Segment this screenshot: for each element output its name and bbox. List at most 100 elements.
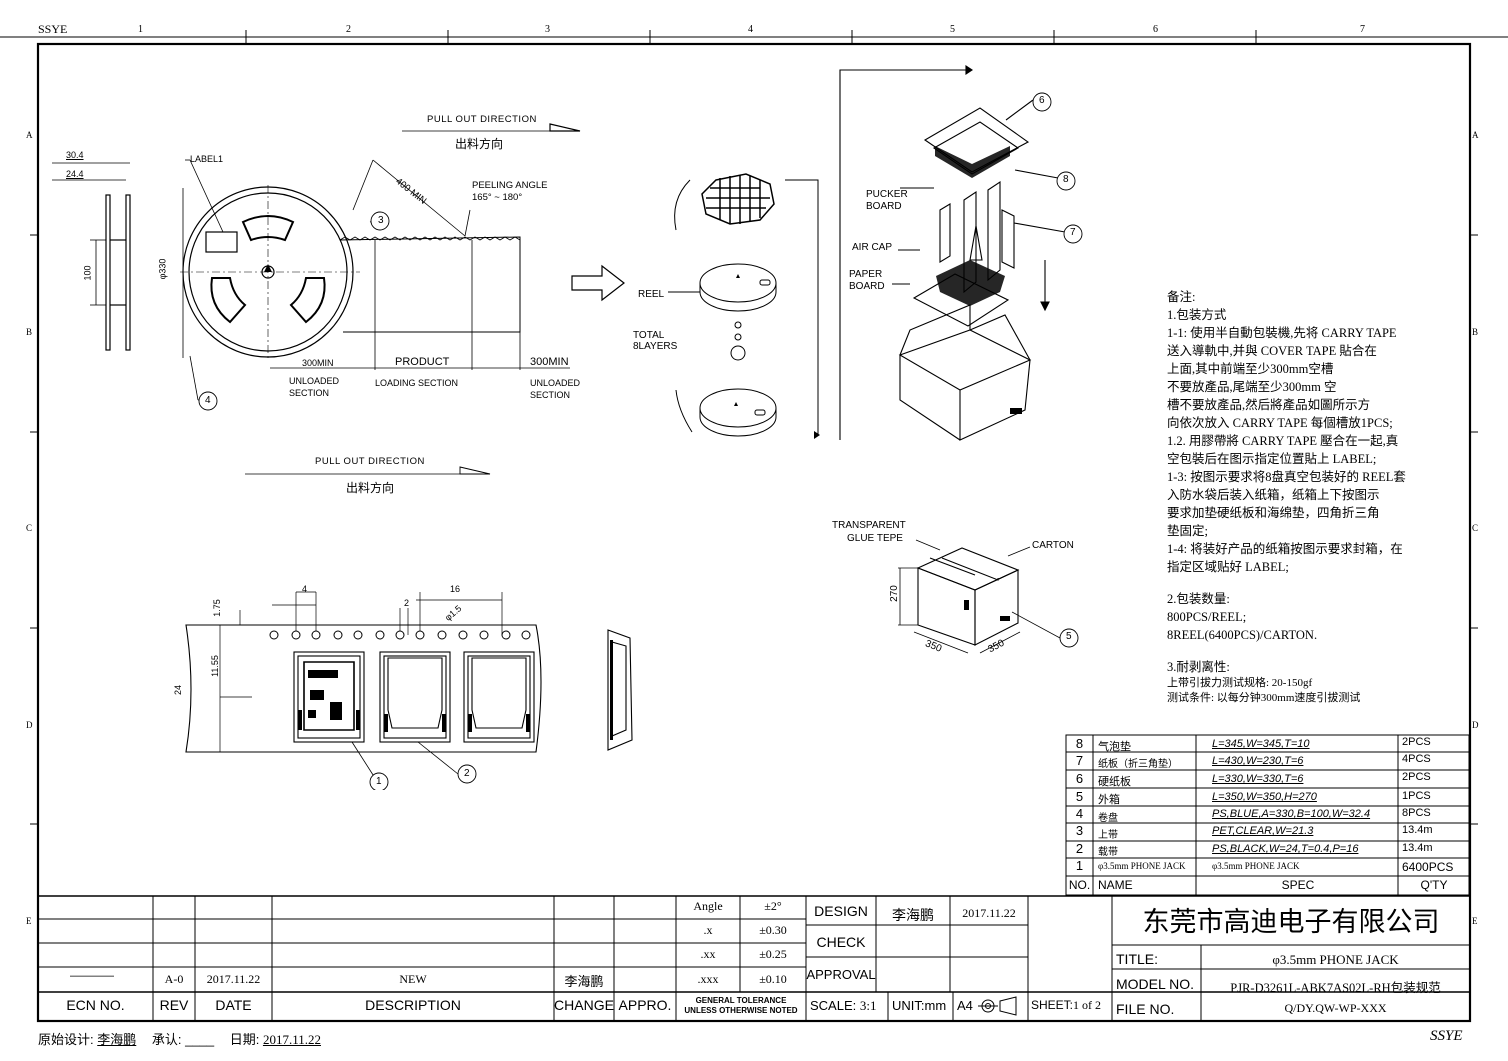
section-300min-right: 300MIN <box>530 356 569 368</box>
bom-name: 卷盘 <box>1098 813 1118 824</box>
section-product: PRODUCT <box>395 356 450 368</box>
unit-field: UNIT:mm <box>892 998 947 1013</box>
peeling-angle-range: 165° ~ 180° <box>472 192 523 203</box>
title-value: φ3.5mm PHONE JACK <box>1272 952 1399 967</box>
projection-symbol-icon <box>978 996 1017 1016</box>
header-description: DESCRIPTION <box>365 997 461 1013</box>
header-rev: REV <box>159 997 189 1013</box>
design-name: 李海鹏 <box>892 909 934 924</box>
balloon-1-label: 1 <box>376 776 382 787</box>
approve-label: 承认: <box>151 1032 182 1047</box>
bom-no: 3 <box>1075 823 1084 838</box>
row-letter: D <box>26 720 33 730</box>
row-letter: B <box>26 327 33 337</box>
bom-no: 1 <box>1075 858 1084 873</box>
balloon-5-label: 5 <box>1066 631 1072 642</box>
bom-spec: L=345,W=345,T=10 <box>1212 738 1310 750</box>
reel-label: REEL <box>638 289 665 300</box>
note-line <box>1167 576 1406 590</box>
note-line: 1-4: 将装好产品的纸箱按图示要求封箱，在 <box>1167 542 1403 556</box>
dim-330: φ330 <box>157 258 168 280</box>
footer-signoff: 原始设计: 李海鹏 承认: ____ 日期: 2017.11.22 <box>38 1029 321 1048</box>
note-line: 2.包装数量: <box>1167 592 1230 606</box>
note-line: 上带引拔力测试规格: 20-150gf <box>1167 677 1313 689</box>
revision-change: 李海鹏 <box>564 974 604 989</box>
date-value: 2017.11.22 <box>262 1032 321 1047</box>
pull-out-direction-bottom: PULL OUT DIRECTION <box>315 456 425 467</box>
bom-qty: 1PCS <box>1402 790 1431 802</box>
model-label: MODEL NO. <box>1116 976 1195 992</box>
scale-field: SCALE: 3:1 <box>810 998 877 1014</box>
column-number: 7 <box>1360 24 1365 35</box>
bom-header-spec: SPEC <box>1281 878 1315 892</box>
sheet-field: SHEET:1 of 2 <box>1031 998 1101 1013</box>
dim-270: 270 <box>888 585 900 602</box>
tol-xxx-value: ±0.10 <box>759 972 787 986</box>
bom-spec: PS,BLUE,A=330,B=100,W=32.4 <box>1212 808 1371 820</box>
tol-angle-label: Angle <box>693 899 723 913</box>
dim-24-4: 24.4 <box>66 169 84 179</box>
sheet-code-top: SSYE <box>38 22 68 36</box>
header-appro: APPRO. <box>618 997 672 1013</box>
bom-no: 8 <box>1075 736 1084 751</box>
row-letter: C <box>1472 523 1479 533</box>
company-name: 东莞市高迪电子有限公司 <box>1142 907 1440 937</box>
bom-qty: 6400PCS <box>1402 860 1454 874</box>
balloon-2 <box>457 764 477 784</box>
pucker-board-1: PUCKER <box>866 189 908 200</box>
bom-spec: L=430,W=230,T=6 <box>1212 755 1304 767</box>
balloon-1 <box>369 772 389 790</box>
note-line: 入防水袋后装入纸箱，纸箱上下按图示 <box>1167 488 1380 502</box>
column-number: 1 <box>138 24 143 35</box>
title-label: TITLE: <box>1116 951 1159 967</box>
note-line <box>1167 644 1406 658</box>
file-label: FILE NO. <box>1116 1001 1175 1017</box>
check-label: CHECK <box>816 934 866 950</box>
dim-24: 24 <box>173 684 184 696</box>
box-explode-drawing <box>839 64 1083 441</box>
bom-header-no: NO. <box>1068 878 1091 892</box>
date-label: 日期: <box>229 1032 260 1047</box>
sheet-code-bottom: SSYE <box>1430 1028 1463 1044</box>
pull-out-direction-top: PULL OUT DIRECTION <box>427 114 537 125</box>
unloaded-left-1: UNLOADED <box>289 376 340 386</box>
revision-description: NEW <box>399 972 427 986</box>
revision-rev: A-0 <box>164 972 184 986</box>
sheet-value: 1 of 2 <box>1073 998 1102 1012</box>
note-line: 槽不要放產品,然后將產品如圖所示方 <box>1167 398 1371 412</box>
bom-name: 外箱 <box>1098 794 1120 806</box>
section-300min-left: 300MIN <box>302 358 334 368</box>
tol-xx-value: ±0.25 <box>759 947 787 961</box>
reel-drawing <box>52 123 581 411</box>
dim-16: 16 <box>450 584 461 594</box>
reel-stack-drawing <box>571 173 820 439</box>
mesh-pattern <box>706 175 770 224</box>
pull-out-direction-top-cn: 出料方向 <box>455 137 504 151</box>
revision-ecn: ———— <box>70 970 114 982</box>
bom-qty: 8PCS <box>1402 807 1431 819</box>
note-line: 1-3: 按图示要求将8盘真空包装好的 REEL套 <box>1167 470 1406 484</box>
bom-no: 6 <box>1075 771 1084 786</box>
tol-xxx-label: .xxx <box>697 972 719 986</box>
balloon-6-label: 6 <box>1039 95 1045 106</box>
bom-qty: 4PCS <box>1402 753 1431 765</box>
note-line: 8REEL(6400PCS)/CARTON. <box>1167 628 1318 642</box>
column-number: 4 <box>748 24 753 35</box>
loading-section: LOADING SECTION <box>375 378 459 388</box>
tol-xx-label: .xx <box>700 947 716 961</box>
note-line: 上面,其中前端至少300mm空槽 <box>1167 362 1334 376</box>
approve-value: ____ <box>185 1032 215 1047</box>
bom-no: 4 <box>1075 806 1084 821</box>
dim-4: 4 <box>302 584 308 594</box>
note-line: 800PCS/REEL; <box>1167 610 1247 624</box>
mesh-pattern <box>936 260 1005 306</box>
bom-name: 载带 <box>1098 847 1118 858</box>
row-letter: B <box>1472 327 1479 337</box>
total-layers-1: TOTAL <box>633 330 665 341</box>
bom-no: 7 <box>1075 753 1084 768</box>
balloon-6 <box>1032 92 1052 112</box>
note-line: 指定区域贴好 LABEL; <box>1167 560 1289 574</box>
bom-header-name: NAME <box>1098 878 1133 892</box>
transparent-glue-1: TRANSPARENT <box>832 520 906 531</box>
